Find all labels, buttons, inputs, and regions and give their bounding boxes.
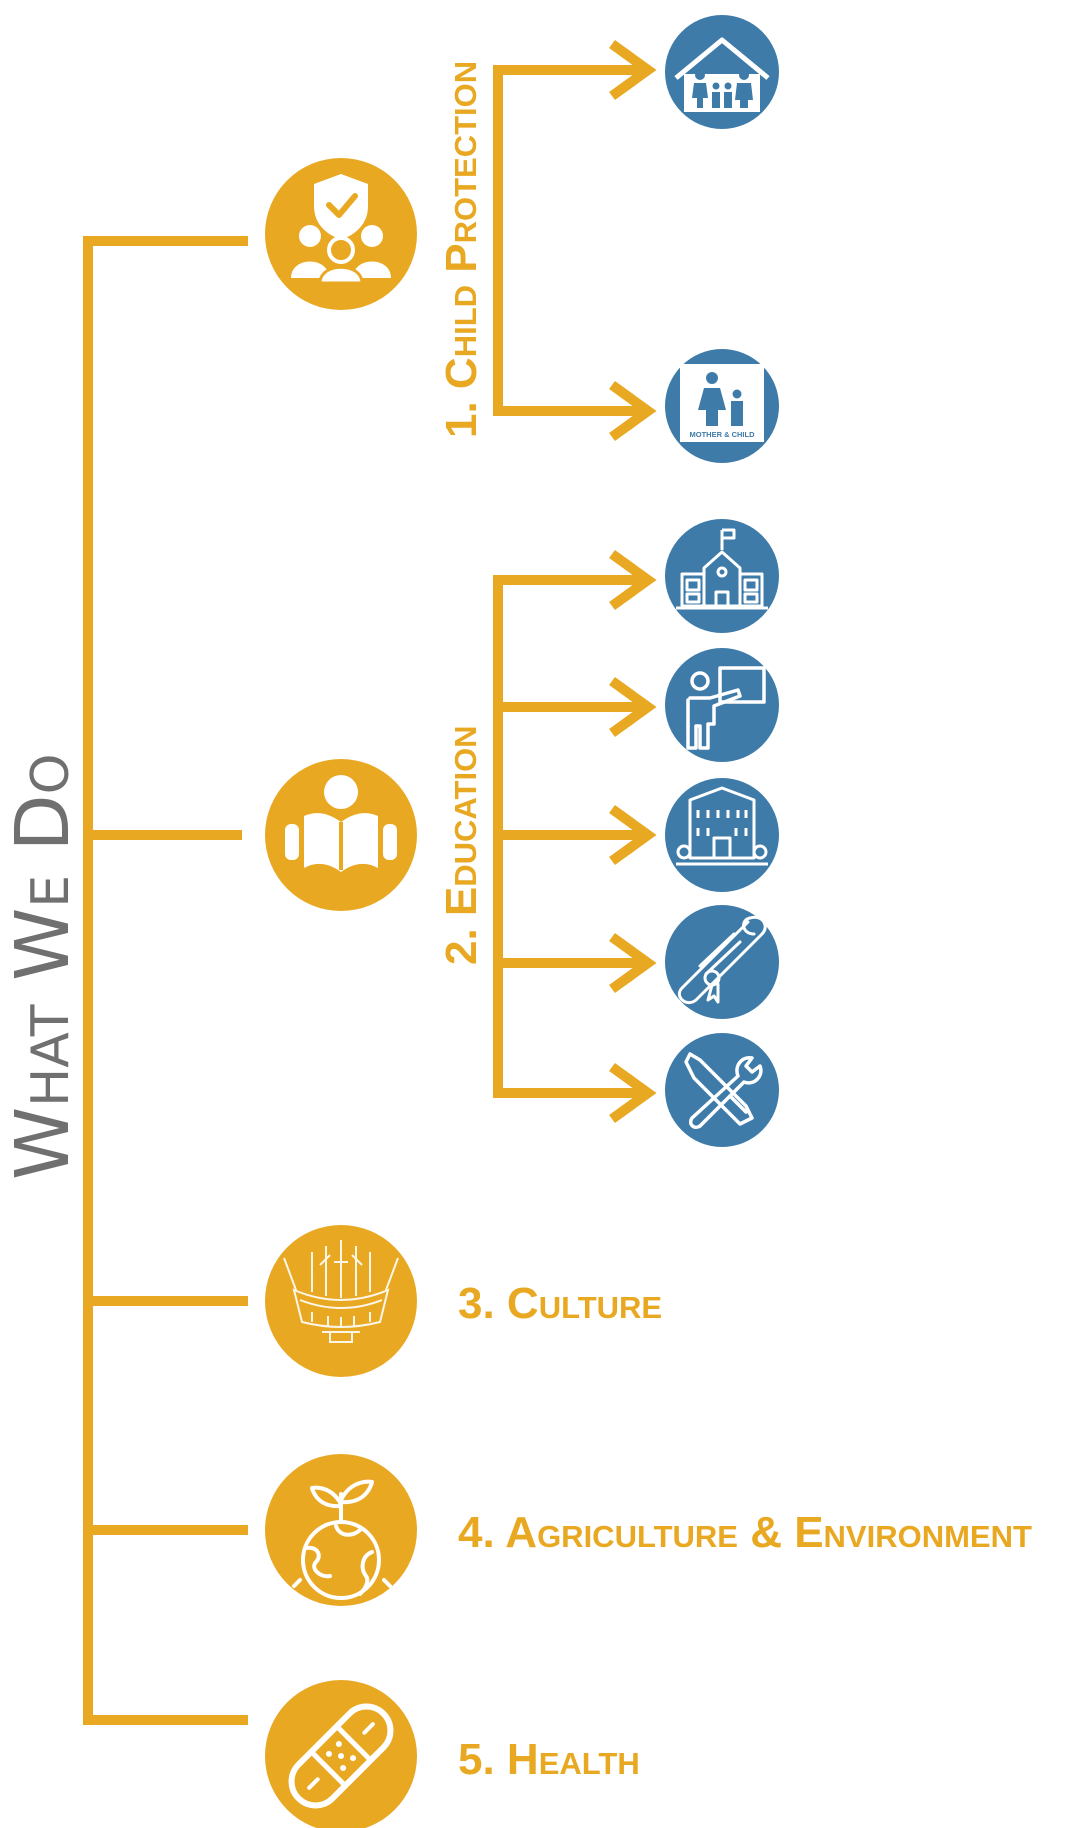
- education-connectors: [493, 575, 640, 1098]
- child-protection-arrows: [609, 39, 657, 442]
- bandage-icon: [265, 1680, 417, 1828]
- category-label-child-protection: 1. Child Protection: [437, 61, 486, 438]
- university-building-icon: [665, 778, 779, 892]
- arrow-icon: [609, 1062, 657, 1124]
- mother-and-child-icon: MOTHER & CHILD: [665, 349, 779, 463]
- arrow-icon: [609, 932, 657, 994]
- traditional-boat-icon: [265, 1225, 417, 1377]
- arrow-icon: [609, 39, 657, 101]
- globe-sprout-icon: [265, 1454, 417, 1606]
- mother-child-sign-text: MOTHER & CHILD: [690, 430, 756, 439]
- family-house-icon: [665, 15, 779, 129]
- family-shield-icon: [265, 158, 417, 310]
- arrow-icon: [609, 676, 657, 738]
- category-label-agriculture-environment: 4. Agriculture & Environment: [458, 1508, 1032, 1557]
- diploma-scroll-icon: [665, 905, 779, 1019]
- school-building-icon: [665, 519, 779, 633]
- category-label-health: 5. Health: [458, 1735, 640, 1784]
- arrow-icon: [609, 549, 657, 611]
- diagram-title: What We Do: [0, 753, 86, 1180]
- tools-icon: [665, 1033, 779, 1147]
- teacher-board-icon: [665, 648, 779, 762]
- arrow-icon: [609, 380, 657, 442]
- child-protection-connectors: [493, 65, 640, 416]
- education-arrows: [609, 549, 657, 1124]
- reading-child-icon: [265, 759, 417, 911]
- category-label-education: 2. Education: [437, 725, 486, 965]
- main-connectors: [83, 236, 248, 1725]
- arrow-icon: [609, 804, 657, 866]
- category-label-culture: 3. Culture: [458, 1279, 662, 1328]
